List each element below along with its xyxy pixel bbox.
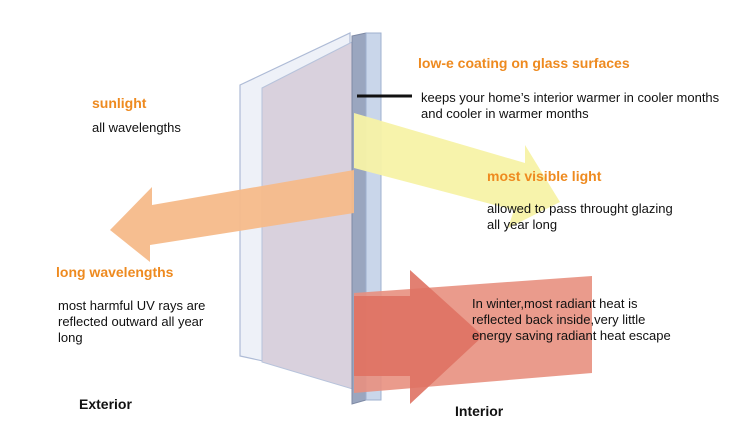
radiant-heat-description: In winter,most radiant heat is reflected… (472, 296, 671, 343)
sunlight-reflected-arrow (110, 170, 354, 262)
sunlight-title: sunlight (92, 95, 147, 111)
interior-label: Interior (455, 403, 504, 419)
long-wavelengths-description: most harmful UV rays are reflected outwa… (58, 298, 206, 345)
low-e-title: low-e coating on glass surfaces (418, 55, 630, 71)
radiant-heat-arrow (354, 270, 483, 404)
long-wavelengths-title: long wavelengths (56, 264, 174, 280)
low-e-description: keeps your home’s interior warmer in coo… (421, 90, 720, 121)
visible-light-title: most visible light (487, 168, 602, 184)
visible-light-description: allowed to pass throught glazing all yea… (487, 201, 673, 232)
sunlight-description: all wavelengths (92, 120, 181, 135)
visible-light-arrow (354, 113, 560, 228)
exterior-label: Exterior (79, 396, 132, 412)
